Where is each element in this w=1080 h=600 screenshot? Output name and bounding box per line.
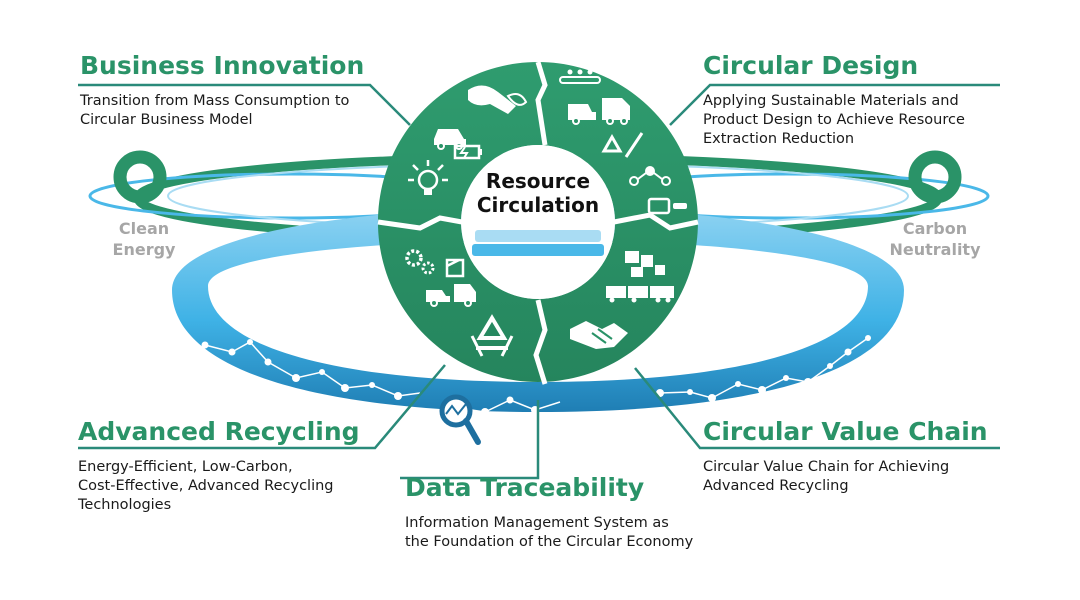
advanced-recycling-title: Advanced Recycling: [78, 417, 360, 446]
puzzle-pieces-icon: [625, 251, 665, 277]
label-line: Neutrality: [889, 240, 981, 259]
car-door-icon: [445, 258, 465, 278]
desc-line: Technologies: [78, 497, 172, 513]
circular-design-title: Circular Design: [703, 51, 919, 80]
resource-circulation-donut: [377, 61, 699, 385]
truck-icon: [426, 284, 476, 307]
carbon-neutrality-label: Carbon Neutrality: [880, 218, 990, 260]
desc-line: Circular Business Model: [80, 112, 253, 128]
lightbulb-icon: [408, 160, 448, 195]
label-line: Carbon: [902, 219, 968, 238]
business-innovation-title: Business Innovation: [80, 51, 365, 80]
center-title-line2: Circulation: [477, 193, 599, 217]
circular-value-chain-title: Circular Value Chain: [703, 417, 988, 446]
label-line: Energy: [112, 240, 176, 259]
handshake-icon: [570, 321, 628, 349]
circular-design-desc: Applying Sustainable Materials and Produ…: [703, 92, 965, 149]
recycle-pencil-icon: [601, 132, 644, 158]
train-icon: [606, 286, 674, 303]
desc-line: Transition from Mass Consumption to: [80, 93, 350, 109]
desc-line: Cost-Effective, Advanced Recycling: [78, 478, 334, 494]
clean-energy-label: Clean Energy: [89, 218, 199, 260]
hand-leaf-icon: [468, 85, 528, 114]
desc-line: Advanced Recycling: [703, 478, 849, 494]
desc-line: Product Design to Achieve Resource: [703, 112, 965, 128]
desc-line: Applying Sustainable Materials and: [703, 93, 959, 109]
circular-value-chain-desc: Circular Value Chain for Achieving Advan…: [703, 458, 949, 496]
data-traceability-desc: Information Management System as the Fou…: [405, 514, 693, 552]
desc-line: Extraction Reduction: [703, 131, 855, 147]
clean-energy-ring-icon: [113, 150, 167, 204]
desc-line: the Foundation of the Circular Economy: [405, 534, 694, 550]
center-title-line1: Resource: [486, 169, 590, 193]
inner-blue-band: [472, 230, 604, 256]
data-traceability-title: Data Traceability: [405, 473, 645, 502]
truck-icon: [568, 98, 630, 125]
conveyor-icon: [559, 69, 601, 84]
callout-lines: [78, 83, 1000, 480]
gears-icon: [405, 249, 435, 275]
battery-icon: [453, 144, 482, 160]
carbon-neutrality-ring-icon: [908, 150, 962, 204]
desc-line: Energy-Efficient, Low-Carbon,: [78, 459, 293, 475]
business-innovation-desc: Transition from Mass Consumption to Circ…: [80, 92, 349, 130]
desc-line: Information Management System as: [405, 515, 669, 531]
recycle-icon: [470, 314, 514, 357]
label-line: Clean: [118, 219, 170, 238]
desc-line: Circular Value Chain for Achieving: [703, 459, 950, 475]
advanced-recycling-desc: Energy-Efficient, Low-Carbon, Cost-Effec…: [78, 458, 334, 515]
molecule-icon: [629, 166, 671, 186]
battery-pack-icon: [647, 197, 687, 215]
magnifier-icon: [439, 394, 481, 445]
